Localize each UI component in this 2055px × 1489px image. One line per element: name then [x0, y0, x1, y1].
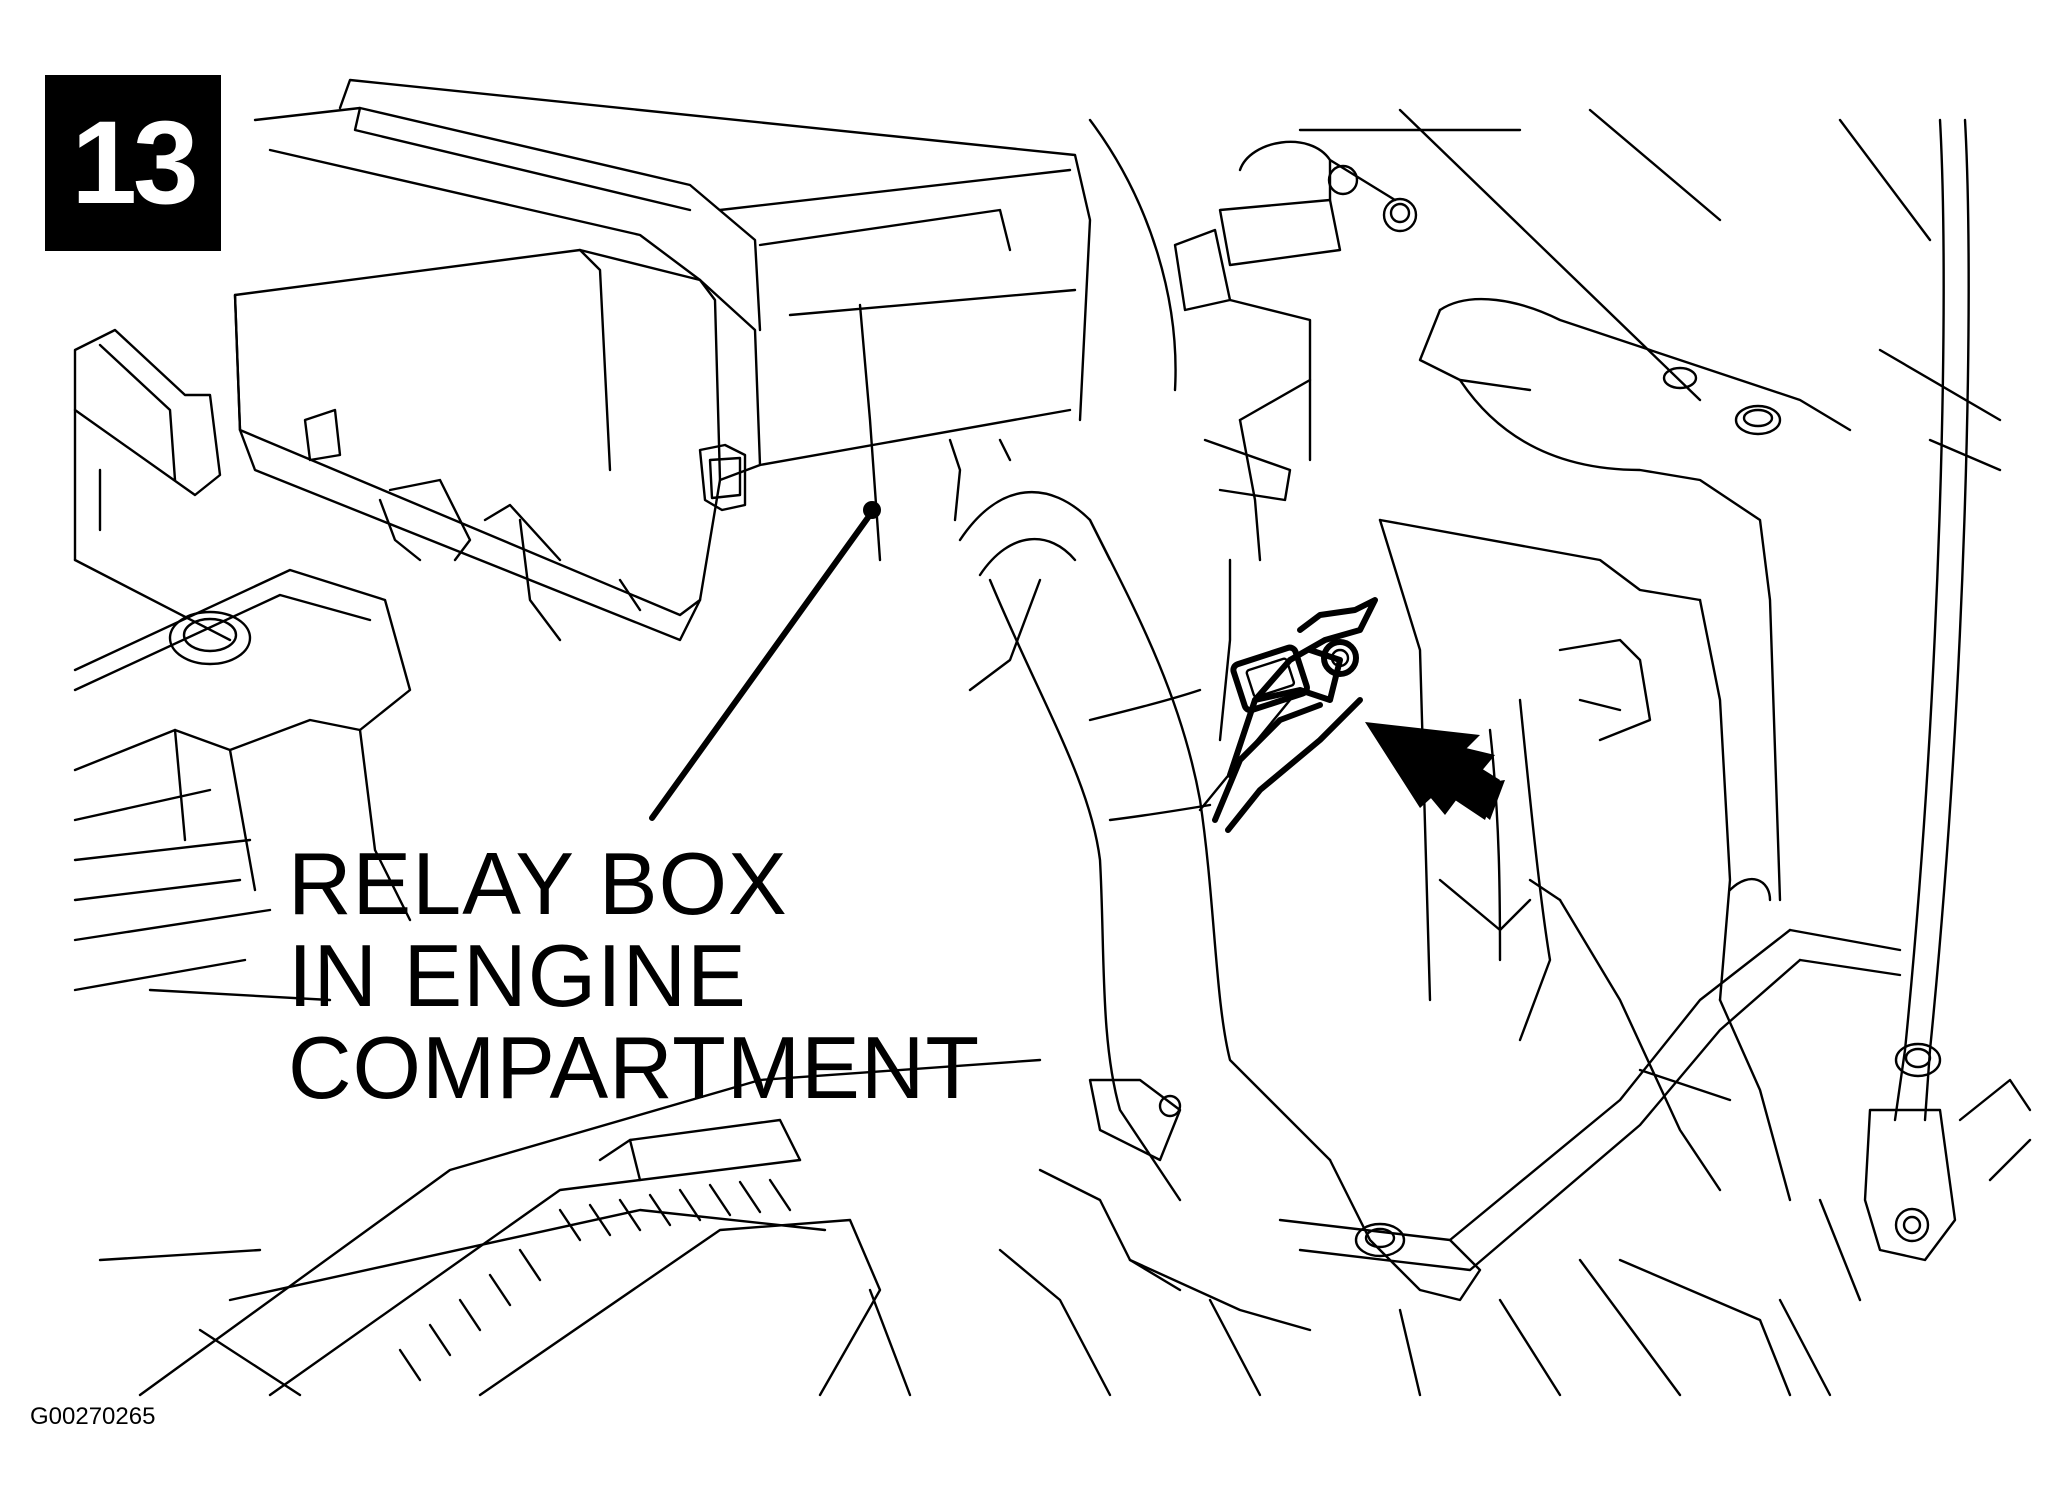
relay-box-callout-label: RELAY BOX IN ENGINE COMPARTMENT	[288, 838, 980, 1114]
callout-line-2: IN ENGINE	[288, 926, 747, 1025]
left-bracket-drawing	[73, 328, 472, 1002]
callout-line-3: COMPARTMENT	[288, 1018, 981, 1117]
step-number-badge: 13	[45, 75, 221, 251]
upper-stud-drawing	[1088, 118, 1418, 742]
right-frame-drawing	[998, 108, 2032, 1397]
callout-line-1: RELAY BOX	[288, 834, 788, 933]
sensor-connector-drawing	[1198, 597, 1378, 833]
relay-box-drawing	[233, 78, 1092, 821]
central-hose-drawing	[948, 438, 1332, 1202]
figure-id: G00270265	[30, 1403, 156, 1430]
pointer-arrow	[1365, 722, 1505, 820]
radiator-drawing	[98, 1058, 1042, 1397]
